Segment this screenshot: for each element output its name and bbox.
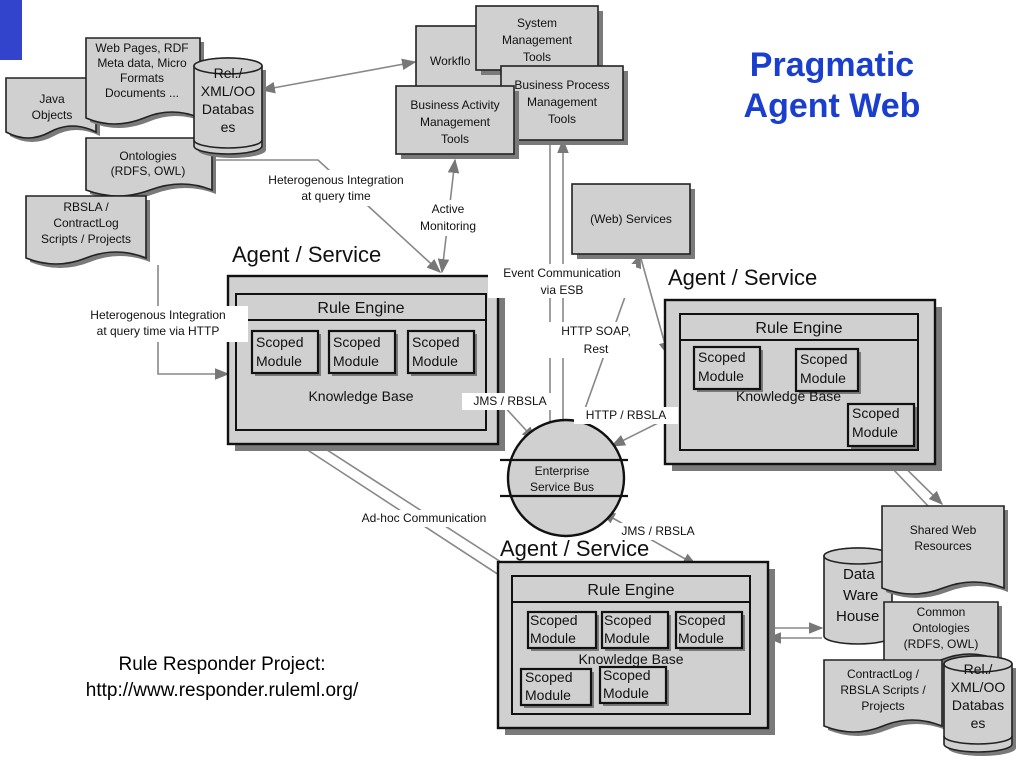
svg-text:Rule Engine: Rule Engine — [587, 582, 674, 599]
agent2-heading: Agent / Service — [668, 265, 817, 290]
agent1-heading: Agent / Service — [232, 242, 381, 267]
title-line2: Agent Web — [744, 87, 921, 125]
svg-text:Knowledge Base: Knowledge Base — [578, 651, 683, 667]
edge-het-query — [212, 159, 442, 273]
label-jms-2: JMS / RBSLA — [621, 524, 694, 538]
svg-text:Knowledge Base: Knowledge Base — [736, 388, 841, 404]
title-line1: Pragmatic — [750, 46, 914, 84]
edge-het-http — [157, 265, 230, 380]
svg-text:Rule Engine: Rule Engine — [755, 320, 842, 337]
footer-line1: Rule Responder Project: — [118, 654, 326, 675]
svg-text:(Web) Services: (Web) Services — [590, 212, 672, 226]
label-http-rbsla: HTTP / RBSLA — [586, 408, 666, 422]
label-adhoc: Ad-hoc Communication — [362, 511, 487, 525]
ontologies-doc: Ontologies(RDFS, OWL) — [85, 137, 216, 200]
footer-url[interactable]: http://www.responder.ruleml.org/ — [85, 680, 359, 701]
svg-text:Rule Engine: Rule Engine — [317, 300, 404, 317]
edge-db-workflow — [260, 58, 417, 94]
svg-text:Workflo: Workflo — [430, 54, 471, 68]
label-http-soap: HTTP SOAP,Rest — [561, 324, 631, 356]
edge-ws-agent2 — [639, 254, 671, 357]
label-jms-1: JMS / RBSLA — [473, 394, 546, 408]
svg-text:ContractLog /RBSLA Scripts /Pr: ContractLog /RBSLA Scripts /Projects — [840, 667, 926, 713]
svg-text:Ontologies(RDFS, OWL): Ontologies(RDFS, OWL) — [111, 149, 186, 178]
contractlog-doc: ContractLog /RBSLA Scripts /Projects — [823, 659, 946, 736]
edge-http-rbsla — [610, 419, 665, 447]
footer-project: Rule Responder Project: http://www.respo… — [42, 652, 402, 704]
web-services-box: (Web) Services — [571, 183, 695, 259]
agent3-heading: Agent / Service — [500, 536, 649, 561]
svg-text:Knowledge Base: Knowledge Base — [308, 388, 413, 404]
corner-square — [0, 0, 22, 60]
